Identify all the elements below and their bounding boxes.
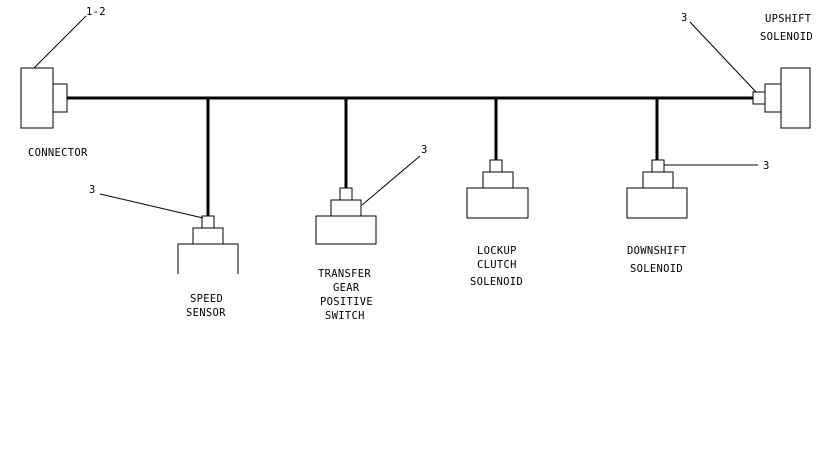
lockup-label-line-2: CLUTCH bbox=[477, 259, 517, 271]
upshift-callout: 3 bbox=[681, 12, 688, 24]
speed-sensor bbox=[177, 215, 239, 274]
transfer-switch-label-line-4: SWITCH bbox=[325, 310, 365, 322]
downshift-label-line-2: SOLENOID bbox=[630, 263, 683, 275]
lockup-label-line-1: LOCKUP bbox=[477, 245, 517, 257]
transfer-switch-label-line-3: POSITIVE bbox=[320, 296, 373, 308]
downshift-solenoid bbox=[626, 159, 688, 219]
speed-sensor-label-line-2: SENSOR bbox=[186, 307, 226, 319]
upshift-label-line-1: UPSHIFT bbox=[765, 13, 812, 25]
upshift-label-line-2: SOLENOID bbox=[760, 31, 813, 43]
speed-sensor-label-line-1: SPEED bbox=[190, 293, 223, 305]
downshift-callout: 3 bbox=[763, 160, 770, 172]
connector-label: CONNECTOR bbox=[28, 147, 88, 159]
upshift-leader bbox=[689, 21, 757, 93]
transfer-gear-switch bbox=[315, 187, 377, 245]
speed-sensor-callout: 3 bbox=[89, 184, 96, 196]
lockup-clutch-solenoid bbox=[466, 159, 529, 219]
transfer-switch-leader bbox=[361, 155, 421, 206]
connector bbox=[20, 67, 68, 129]
connector-callout: 1-2 bbox=[86, 6, 106, 18]
transfer-switch-callout: 3 bbox=[421, 144, 428, 156]
downshift-label-line-1: DOWNSHIFT bbox=[627, 245, 687, 257]
speed-sensor-leader bbox=[99, 193, 204, 219]
upshift-solenoid bbox=[752, 67, 811, 129]
transfer-switch-label-line-1: TRANSFER bbox=[318, 268, 371, 280]
lockup-label-line-3: SOLENOID bbox=[470, 276, 523, 288]
connector-leader bbox=[33, 15, 87, 69]
transfer-switch-label-line-2: GEAR bbox=[333, 282, 360, 294]
